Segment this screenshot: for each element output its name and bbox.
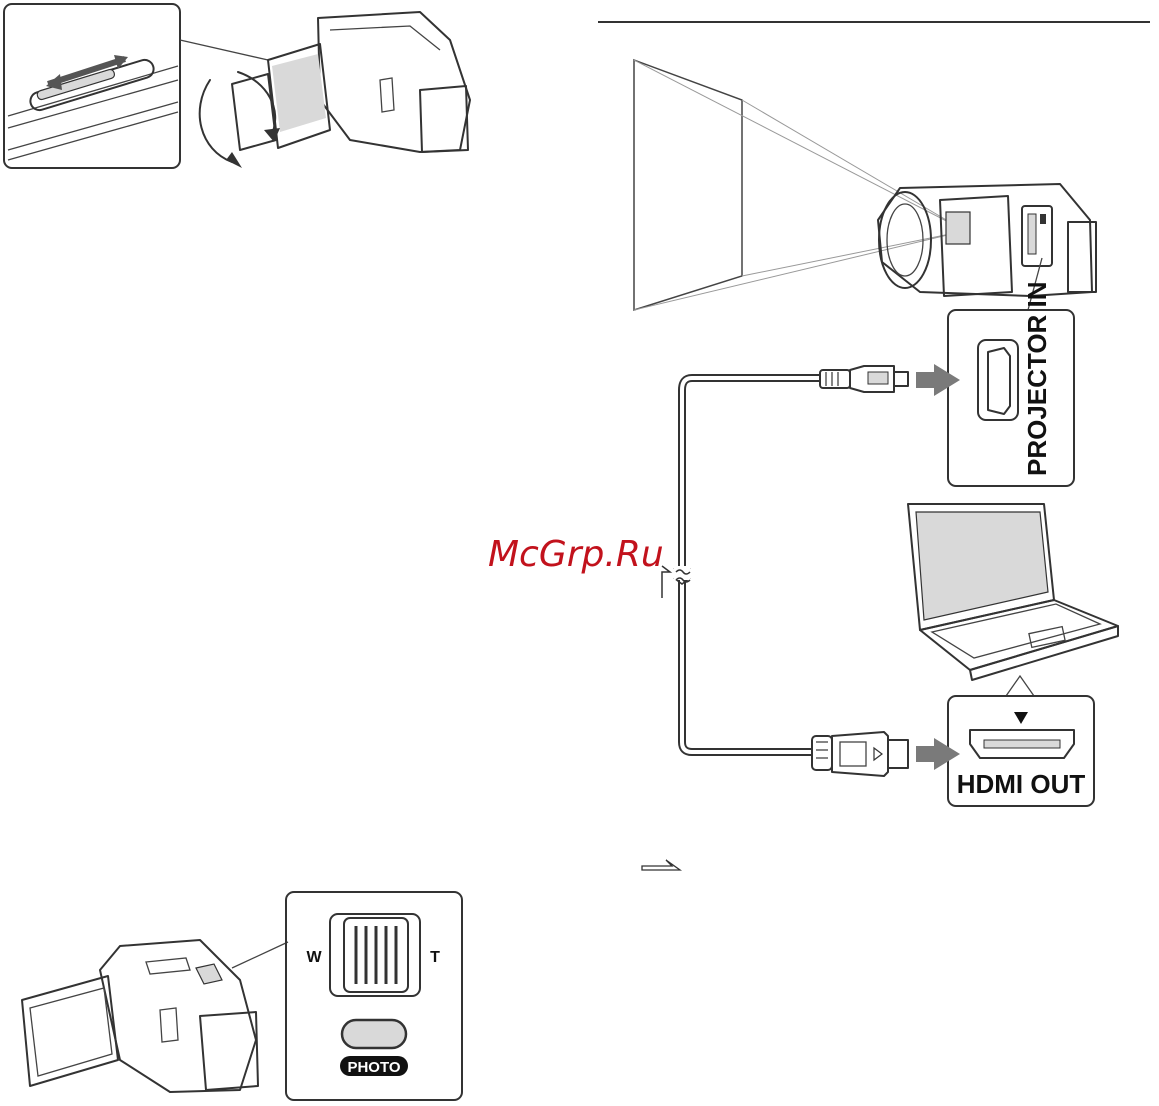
hdmi-port-icon bbox=[970, 730, 1074, 758]
watermark: McGrp.Ru bbox=[488, 534, 664, 575]
photo-label: PHOTO bbox=[347, 1059, 400, 1076]
camcorder-zoom-icon bbox=[22, 940, 258, 1092]
hdmi-out-label: HDMI OUT bbox=[957, 769, 1086, 799]
hdmi-plug bbox=[812, 732, 908, 776]
camcorder-projector-icon bbox=[878, 184, 1096, 296]
laptop-icon bbox=[908, 504, 1118, 680]
inset-pointer-line bbox=[180, 40, 268, 60]
photo-button-icon bbox=[342, 1020, 406, 1048]
pointer-line-laptop bbox=[1006, 676, 1034, 696]
hdmi-out-panel: HDMI OUT bbox=[948, 696, 1094, 806]
projection-screen bbox=[634, 60, 960, 310]
zoom-photo-panel: W T PHOTO bbox=[286, 892, 462, 1100]
pointer-line-zoom bbox=[232, 942, 288, 968]
lever-inset-panel bbox=[4, 4, 180, 168]
zoom-wide-label: W bbox=[306, 949, 322, 966]
zoom-lever-icon bbox=[330, 914, 420, 996]
micro-hdmi-plug bbox=[820, 366, 908, 392]
micro-hdmi-port-icon bbox=[978, 340, 1018, 420]
projector-in-panel: PROJECTOR IN bbox=[948, 281, 1074, 486]
insert-arrow-projector bbox=[916, 364, 960, 396]
outline-arrow-icon bbox=[642, 860, 680, 870]
camcorder-icon bbox=[200, 12, 470, 168]
insert-arrow-hdmi bbox=[916, 738, 960, 770]
hdmi-cable bbox=[674, 366, 908, 776]
zoom-tele-label: T bbox=[430, 949, 440, 966]
projector-in-label: PROJECTOR IN bbox=[1022, 281, 1052, 476]
